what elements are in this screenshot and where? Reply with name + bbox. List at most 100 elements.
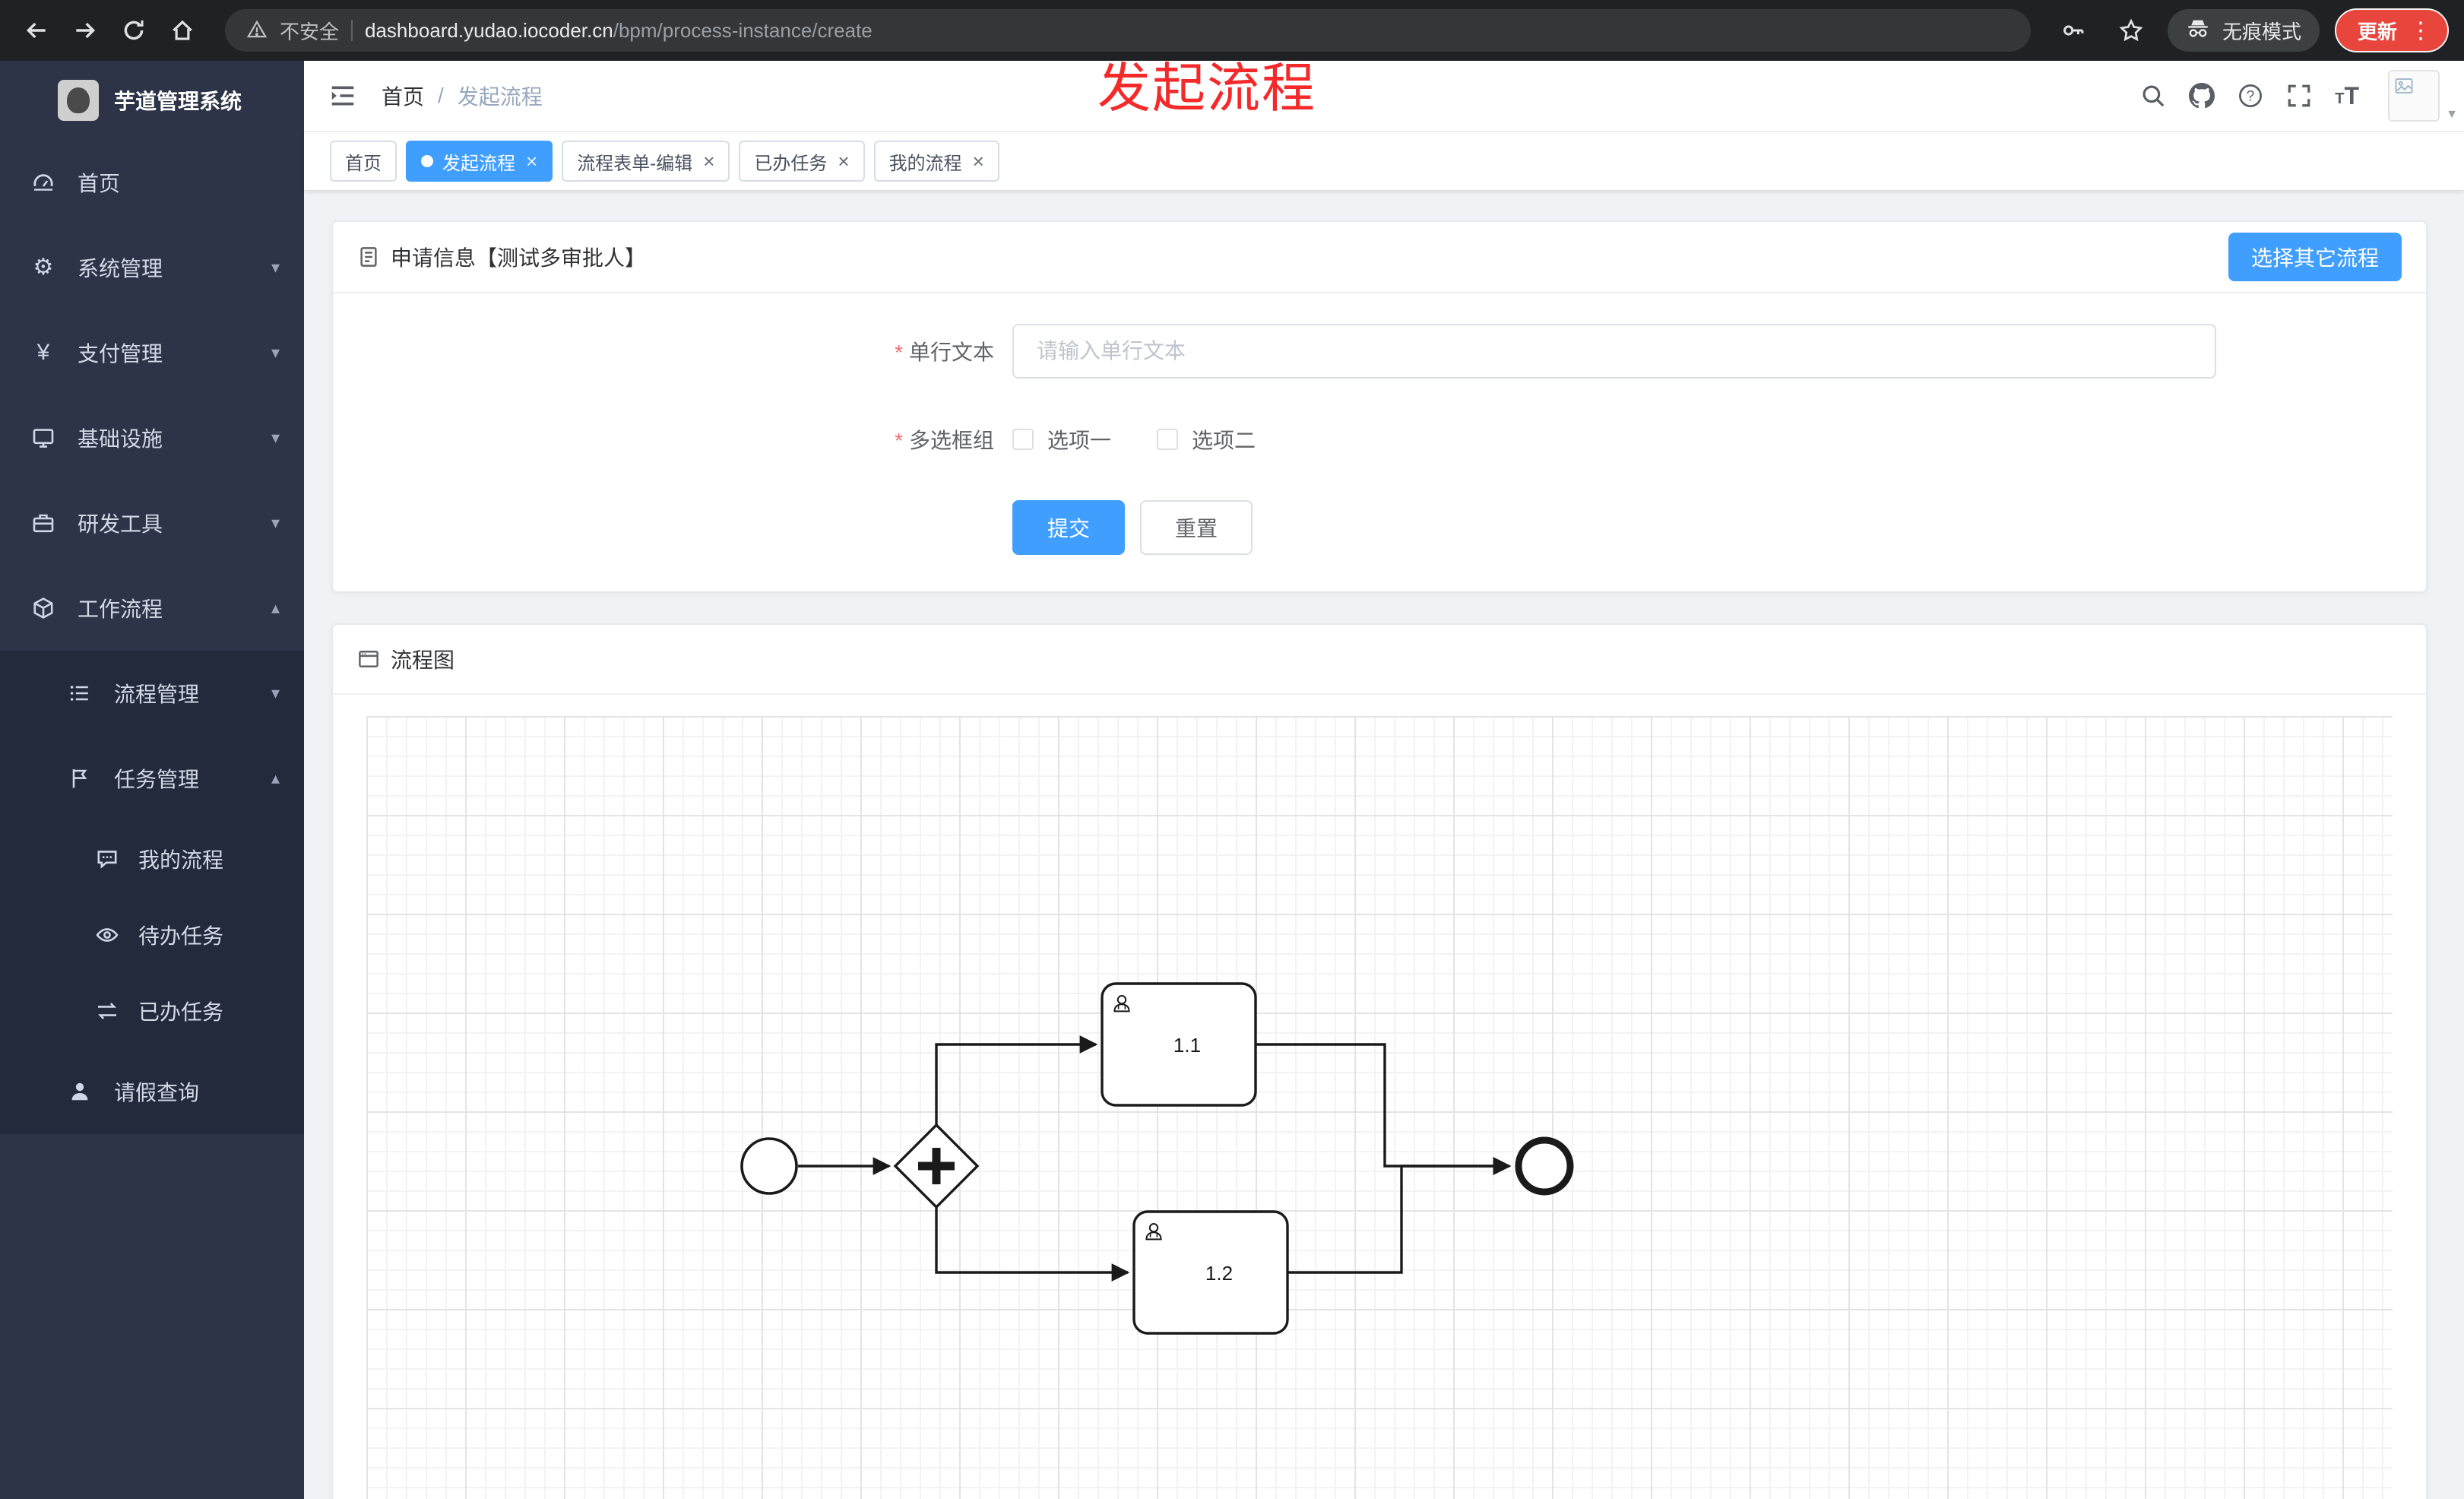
browser-menu-icon[interactable]: ⋮ [2409,17,2432,43]
flag-icon [67,765,93,791]
sidebar-item-todo-tasks[interactable]: 待办任务 [0,897,304,973]
tag-label: 发起流程 [442,153,515,174]
chevron-down-icon: ▾ [271,513,280,532]
submit-button[interactable]: 提交 [1012,500,1126,555]
tag-label: 首页 [345,153,382,174]
flow-task-1-2-to-end [1287,1157,1512,1274]
form-row-single-line: *单行文本 [333,324,2426,379]
process-diagram-card: 流程图 [331,623,2428,1499]
search-icon[interactable] [2140,83,2166,109]
tag-done-tasks[interactable]: 已办任务 × [739,141,865,182]
help-icon[interactable]: ? [2238,83,2263,109]
sidebar-item-label: 任务管理 [114,768,200,791]
chevron-up-icon: ▴ [271,598,280,617]
bookmark-star-icon[interactable] [2110,9,2152,52]
start-event-node[interactable] [740,1137,798,1195]
sidebar-item-devtools[interactable]: 研发工具 ▾ [0,480,304,566]
reload-icon[interactable] [112,9,155,52]
chevron-down-icon: ▾ [271,428,280,447]
bpmn-canvas[interactable]: 1.1 1.2 [366,716,2393,1499]
sidebar-item-infrastructure[interactable]: 基础设施 ▾ [0,395,304,480]
sidebar-item-process-management[interactable]: 流程管理 ▾ [0,651,304,736]
checkbox-icon[interactable] [1012,429,1034,450]
tag-home[interactable]: 首页 [330,141,397,182]
parallel-gateway-node[interactable] [893,1123,980,1209]
tag-create-process[interactable]: 发起流程 × [406,141,553,182]
close-icon[interactable]: × [703,150,715,173]
flow-gateway-to-task-1-2 [935,1207,1130,1282]
sidebar-item-system[interactable]: ⚙ 系统管理 ▾ [0,225,304,310]
field-label: *单行文本 [895,341,994,364]
github-icon[interactable] [2189,83,2215,109]
breadcrumb: 首页 / 发起流程 [382,81,543,111]
tags-view-bar: 首页 发起流程 × 流程表单-编辑 × 已办任务 × 我的流程 × [304,132,2464,190]
gear-icon: ⚙ [33,255,54,280]
user-avatar[interactable]: ▼ [2388,70,2458,122]
apply-info-card-header: 申请信息【测试多审批人】 选择其它流程 [333,222,2426,293]
sidebar-item-my-process[interactable]: 我的流程 [0,821,304,897]
url-divider [351,20,353,41]
user-task-1-1-node[interactable]: 1.1 [1101,982,1257,1107]
sidebar-item-label: 待办任务 [138,924,224,948]
single-line-text-input[interactable] [1012,324,2216,379]
cube-icon [30,595,56,621]
close-icon[interactable]: × [972,150,984,173]
page-content: 申请信息【测试多审批人】 选择其它流程 *单行文本 *多选框组 [304,190,2464,1499]
flow-task-1-1-to-end [1256,1043,1512,1175]
select-other-process-button[interactable]: 选择其它流程 [2228,233,2402,281]
end-event-node[interactable] [1515,1136,1574,1196]
top-header: 首页 / 发起流程 ? [304,61,2464,132]
update-button[interactable]: 更新 ⋮ [2334,8,2449,52]
workflow-submenu: 流程管理 ▾ 任务管理 ▴ 我的流程 [0,651,304,1134]
close-icon[interactable]: × [838,150,850,173]
logo-avatar [58,80,99,121]
monitor-icon [30,425,56,451]
sidebar-item-task-management[interactable]: 任务管理 ▴ [0,736,304,821]
user-task-icon [1145,1223,1162,1241]
sidebar: 芋道管理系统 首页 ⚙ 系统管理 ▾ ¥ 支付管理 ▾ [0,61,304,1499]
checkbox-option-1[interactable]: 选项一 [1012,424,1111,455]
back-icon[interactable] [15,9,58,52]
sidebar-item-label: 请假查询 [114,1081,200,1104]
checkbox-icon[interactable] [1157,429,1179,450]
user-task-icon [1113,995,1130,1013]
breadcrumb-home[interactable]: 首页 [382,85,425,109]
sidebar-item-home[interactable]: 首页 [0,140,304,225]
sidebar-item-label: 基础设施 [78,427,163,451]
forward-icon[interactable] [64,9,106,52]
caret-down-icon[interactable]: ▼ [2446,108,2458,121]
sidebar-item-leave-query[interactable]: 请假查询 [0,1049,304,1134]
checkbox-option-2[interactable]: 选项二 [1157,424,1256,455]
sidebar-item-label: 首页 [78,172,121,195]
sidebar-item-payment[interactable]: ¥ 支付管理 ▾ [0,310,304,395]
sidebar-item-workflow[interactable]: 工作流程 ▴ [0,566,304,651]
tag-my-process[interactable]: 我的流程 × [873,141,999,182]
close-icon[interactable]: × [526,150,538,173]
swap-arrows-icon [94,998,120,1024]
user-task-1-2-node[interactable]: 1.2 [1132,1210,1289,1335]
eye-icon [94,922,120,948]
home-icon[interactable] [161,9,204,52]
breadcrumb-separator: / [438,84,444,107]
tag-label: 已办任务 [754,153,828,174]
sidebar-collapse-icon[interactable] [328,81,357,110]
required-asterisk: * [895,341,903,364]
dashboard-icon [30,170,56,195]
tag-form-edit[interactable]: 流程表单-编辑 × [562,141,730,182]
field-label: *多选框组 [895,429,994,452]
apply-info-card: 申请信息【测试多审批人】 选择其它流程 *单行文本 *多选框组 [331,220,2428,593]
address-bar[interactable]: 不安全 dashboard.yudao.iocoder.cn/bpm/proce… [225,9,2031,52]
form-row-checkbox-group: *多选框组 选项一 选项二 [333,412,2426,467]
card-title: 流程图 [391,648,455,672]
sidebar-item-label: 系统管理 [78,257,163,280]
document-icon [357,246,380,268]
reset-button[interactable]: 重置 [1140,500,1253,555]
fullscreen-icon[interactable] [2286,83,2312,109]
sidebar-item-done-tasks[interactable]: 已办任务 [0,973,304,1049]
incognito-badge: 无痕模式 [2167,9,2320,52]
sidebar-menu: 首页 ⚙ 系统管理 ▾ ¥ 支付管理 ▾ 基础设施 ▾ [0,140,304,1134]
key-icon[interactable] [2052,9,2095,52]
url-domain: dashboard.yudao.iocoder.cn [365,18,613,42]
toolbox-icon [30,510,56,536]
